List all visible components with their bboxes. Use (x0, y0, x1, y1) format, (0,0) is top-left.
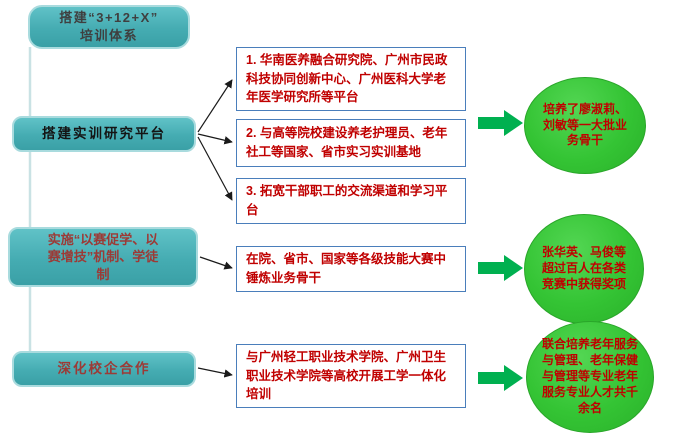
result-text: 张华英、马俊等超过百人在各类竞赛中获得奖项 (541, 245, 626, 291)
stage-box-label: 搭建“3+12+X” 培训体系 (59, 10, 159, 43)
result-ellipse-1: 培养了廖淑莉、刘敏等一大批业务骨干 (524, 77, 646, 174)
branch-arrow-2 (197, 133, 233, 145)
arrow-competition (199, 256, 233, 270)
result-text: 培养了廖淑莉、刘敏等一大批业务骨干 (542, 101, 627, 148)
stage-box-competition-mechanism: 实施“以赛促学、以 赛增技”机制、学徒 制 (8, 227, 198, 287)
detail-box-1: 1. 华南医养融合研究院、广州市民政科技协同创新中心、广州医科大学老年医学研究所… (236, 47, 466, 111)
stage-box-label: 搭建实训研究平台 (42, 125, 166, 141)
result-ellipse-2: 张华英、马俊等超过百人在各类竞赛中获得奖项 (524, 214, 644, 324)
detail-box-5: 与广州轻工职业技术学院、广州卫生职业技术学院等高校开展工学一体化培训 (236, 344, 466, 408)
detail-text: 在院、省市、国家等各级技能大赛中锤炼业务骨干 (246, 252, 447, 285)
detail-text: 3. 拓宽干部职工的交流渠道和学习平台 (246, 184, 448, 217)
detail-box-2: 2. 与高等院校建设养老护理员、老年社工等国家、省市实习实训基地 (236, 119, 466, 167)
arrow-cooperation (197, 367, 233, 378)
branch-arrow-3 (197, 136, 233, 201)
stage-box-label: 实施“以赛促学、以 赛增技”机制、学徒 制 (47, 231, 159, 282)
detail-box-3: 3. 拓宽干部职工的交流渠道和学习平台 (236, 178, 466, 224)
detail-box-4: 在院、省市、国家等各级技能大赛中锤炼业务骨干 (236, 246, 466, 292)
result-text: 联合培养老年服务与管理、老年保健与管理等专业老年服务专业人才共千余名 (542, 337, 639, 415)
stage-box-school-enterprise: 深化校企合作 (12, 351, 196, 387)
block-arrow-2 (478, 255, 523, 281)
detail-text: 与广州轻工职业技术学院、广州卫生职业技术学院等高校开展工学一体化培训 (246, 349, 447, 402)
detail-text: 2. 与高等院校建设养老护理员、老年社工等国家、省市实习实训基地 (246, 126, 448, 159)
detail-text: 1. 华南医养融合研究院、广州市民政科技协同创新中心、广州医科大学老年医学研究所… (246, 52, 448, 105)
stage-box-label: 深化校企合作 (57, 360, 151, 376)
result-ellipse-3: 联合培养老年服务与管理、老年保健与管理等专业老年服务专业人才共千余名 (526, 321, 654, 433)
branch-arrow-1 (197, 79, 233, 133)
block-arrow-3 (478, 365, 523, 391)
stage-box-research-platform: 搭建实训研究平台 (12, 116, 196, 152)
stage-box-training-system: 搭建“3+12+X” 培训体系 (28, 5, 190, 49)
block-arrow-1 (478, 110, 523, 136)
